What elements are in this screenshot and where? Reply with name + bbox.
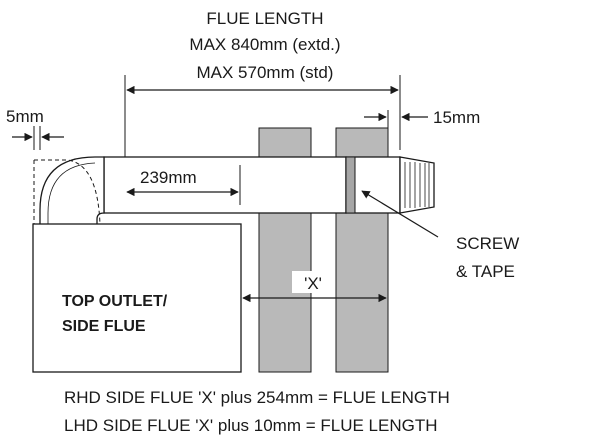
- alternate-elbow-outline: [34, 159, 101, 226]
- title-flue-length: FLUE LENGTH: [206, 9, 323, 28]
- screw-callout-leader: [361, 190, 439, 238]
- screw-callout-line2: & TAPE: [456, 262, 515, 281]
- inner-dimension-label: 239mm: [140, 168, 197, 187]
- end-dimension-label: 15mm: [433, 108, 480, 127]
- note-lhd: LHD SIDE FLUE 'X' plus 10mm = FLUE LENGT…: [64, 416, 438, 435]
- wall-dimension-label: 'X': [304, 274, 322, 293]
- note-rhd: RHD SIDE FLUE 'X' plus 254mm = FLUE LENG…: [64, 388, 450, 407]
- flue-elbow: [39, 156, 105, 225]
- wall-dimension-label-bg: [292, 271, 334, 293]
- screw-tape-band: [345, 156, 356, 214]
- appliance-label-line1: TOP OUTLET/: [62, 293, 168, 310]
- gap-dimension-label: 5mm: [6, 107, 44, 126]
- appliance-box: [32, 223, 242, 373]
- flue-terminal-cone: [399, 156, 435, 214]
- title-max-extended: MAX 840mm (extd.): [189, 35, 340, 54]
- title-max-standard: MAX 570mm (std): [197, 63, 334, 82]
- screw-callout-line1: SCREW: [456, 234, 519, 253]
- flue-elbow-inner-line: [47, 162, 96, 225]
- appliance-label-line2: SIDE FLUE: [62, 318, 146, 335]
